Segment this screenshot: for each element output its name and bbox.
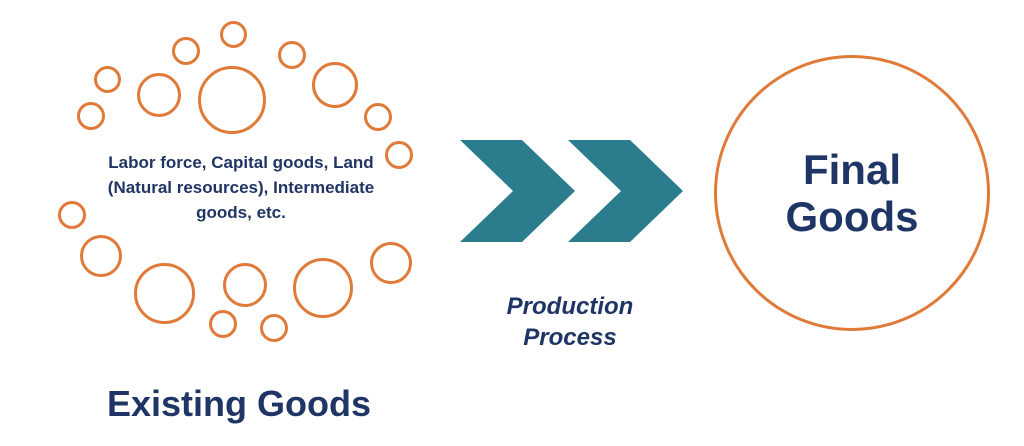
production-process-label-line: Production <box>506 293 634 320</box>
resource-bubble <box>223 263 267 307</box>
resource-bubble <box>134 263 195 324</box>
production-process-label: Production Process <box>470 291 670 353</box>
existing-goods-label: Existing Goods <box>106 383 372 424</box>
resource-bubble <box>58 201 86 229</box>
resource-bubble <box>80 235 122 277</box>
resources-description-line: Labor force, Capital goods, Land <box>108 153 374 172</box>
final-goods-label-line: Goods <box>785 193 919 240</box>
resources-description-line: goods, etc. <box>196 203 286 222</box>
resource-bubble <box>137 73 181 117</box>
resource-bubble <box>209 310 237 338</box>
resources-description: Labor force, Capital goods, Land (Natura… <box>81 150 401 225</box>
resource-bubble <box>94 66 121 93</box>
resource-bubble <box>385 141 413 169</box>
resource-bubble <box>364 103 392 131</box>
resource-bubble <box>77 102 105 130</box>
resource-bubble <box>293 258 353 318</box>
resource-bubble <box>278 41 306 69</box>
chevron-right-icon <box>460 140 575 242</box>
resource-bubble <box>220 21 247 48</box>
final-goods-label-line: Final <box>802 146 901 193</box>
chevron-right-icon <box>568 140 683 242</box>
resource-bubble <box>260 314 288 342</box>
resource-bubble <box>198 66 266 134</box>
resource-bubble <box>370 242 412 284</box>
resources-description-line: (Natural resources), Intermediate <box>107 178 375 197</box>
final-goods-label: Final Goods <box>786 146 919 240</box>
resource-bubble <box>172 37 200 65</box>
production-process-label-line: Process <box>523 324 617 351</box>
resource-bubble <box>312 62 358 108</box>
final-goods-circle: Final Goods <box>714 55 990 331</box>
